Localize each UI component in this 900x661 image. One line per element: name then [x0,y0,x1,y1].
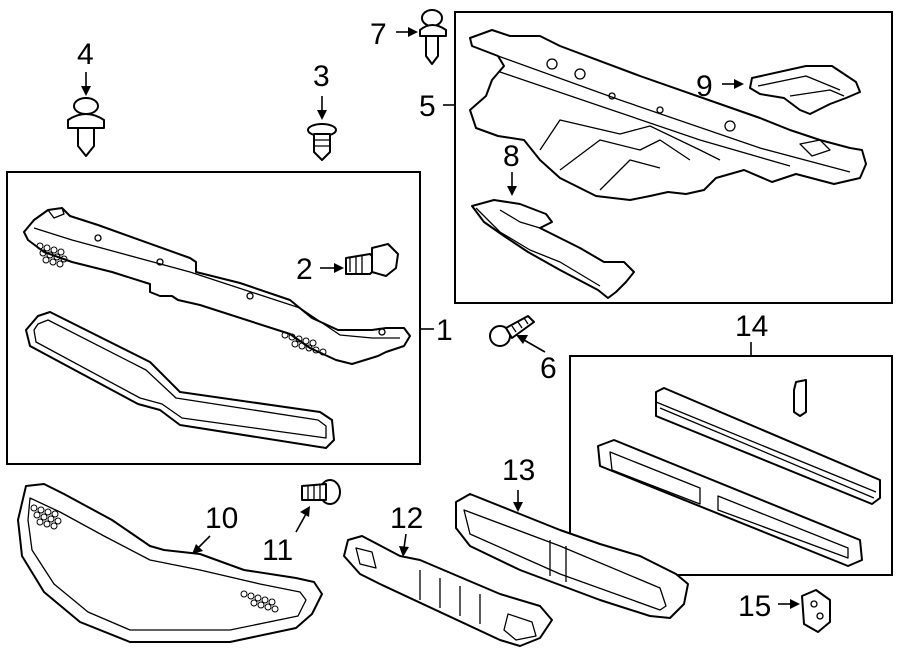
callout-6: 6 [540,352,557,385]
group-box-14 [569,355,893,576]
callout-4: 4 [77,38,94,71]
push-pin-part-4 [67,97,105,157]
group-box-1 [6,171,421,465]
upper-grille-bracket [23,207,411,365]
callout-14: 14 [735,310,768,343]
push-pin-part-7 [419,9,447,65]
shutter-rail [655,387,881,505]
callout-8: 8 [503,140,520,173]
callout-13: 13 [502,454,535,487]
screw-part-3 [307,123,337,161]
honeycomb-pattern-right [281,331,327,356]
honeycomb-pattern-grille-10 [30,504,279,613]
shutter-frame [597,439,863,567]
callout-10: 10 [205,502,238,535]
callout-12: 12 [390,502,423,535]
callout-3: 3 [313,60,330,93]
bolt-part-2 [345,243,399,277]
callout-1: 1 [436,314,453,347]
callout-7: 7 [370,18,387,51]
callout-9: 9 [696,70,713,103]
callout-15: 15 [738,590,771,623]
honeycomb-pattern-left [36,242,68,268]
deflector-part-9 [749,65,861,115]
grille-molding-strip [25,311,335,449]
deflector-part-8 [471,199,635,299]
clip-part-15 [801,589,831,633]
radiator-support-panel [469,29,867,201]
grille-insert-part-12 [343,535,553,647]
callout-11: 11 [262,534,293,567]
intake-frame-part-13 [455,493,689,619]
lower-grille-part-10 [17,483,323,643]
leader-arrows [81,27,800,609]
shutter-clip [793,379,807,417]
group-box-5 [454,11,893,304]
callout-2: 2 [296,253,313,286]
callout-5: 5 [419,90,436,123]
bolt-part-6 [489,315,535,347]
push-pin-part-11 [301,479,341,505]
